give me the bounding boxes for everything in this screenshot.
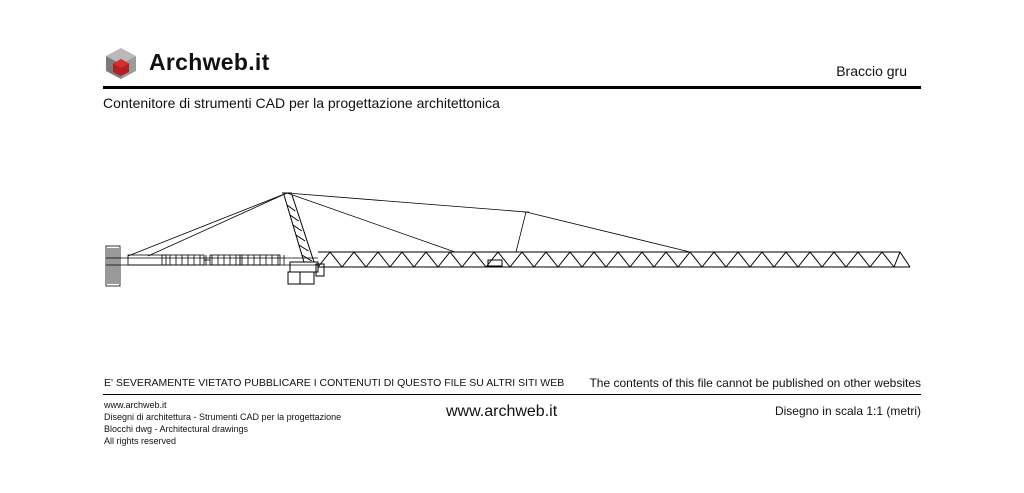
jib-diagonal xyxy=(377,251,391,268)
jib-diagonal xyxy=(845,251,859,268)
jib-diagonal xyxy=(425,251,439,268)
footer-line: All rights reserved xyxy=(104,436,177,446)
jib-strut xyxy=(515,211,527,253)
publication-warning-italian: E' SEVERAMENTE VIETATO PUBBLICARE I CONT… xyxy=(104,377,565,389)
document-title: Braccio gru xyxy=(836,63,907,79)
jib-diagonal xyxy=(509,251,523,268)
jib-diagonal xyxy=(653,251,667,268)
jib-tie xyxy=(525,211,691,253)
jib-diagonal xyxy=(497,251,511,268)
jib-diagonal xyxy=(761,251,775,268)
jib-diagonal xyxy=(665,251,679,268)
jib-diagonal xyxy=(737,251,751,268)
jib-diagonal xyxy=(881,251,895,268)
jib-diagonal xyxy=(461,251,475,268)
tower-head-leg xyxy=(291,194,315,263)
brand-name: Archweb.it xyxy=(149,49,270,75)
jib-diagonal xyxy=(857,251,871,268)
operator-cab xyxy=(287,271,315,285)
jib-diagonal xyxy=(581,251,595,268)
jib-diagonal xyxy=(893,251,901,268)
trolley xyxy=(487,259,503,267)
jib-diagonal xyxy=(413,251,427,268)
footer-website: www.archweb.it xyxy=(446,403,558,420)
jib-diagonal xyxy=(725,251,739,268)
counter-jib-tie xyxy=(127,192,288,257)
archweb-logo-icon xyxy=(106,48,136,79)
jib-diagonal xyxy=(677,251,691,268)
jib-diagonal xyxy=(773,251,787,268)
jib-diagonal xyxy=(797,251,811,268)
jib-diagonal xyxy=(785,251,799,268)
jib-diagonal xyxy=(365,251,379,268)
jib-diagonal xyxy=(401,251,415,268)
header-rule xyxy=(103,86,921,89)
jib-diagonal xyxy=(437,251,451,268)
jib-diagonal xyxy=(809,251,823,268)
jib-diagonal xyxy=(569,251,583,268)
tower-head-brace xyxy=(301,254,312,262)
footer-line: www.archweb.it xyxy=(104,400,167,410)
tower-head-brace xyxy=(292,224,303,232)
jib-tip xyxy=(899,251,911,268)
counterweight-ballast xyxy=(105,245,121,287)
jib-foot xyxy=(315,263,325,277)
walkway-panel xyxy=(161,254,205,266)
jib-diagonal xyxy=(605,251,619,268)
tower-head-brace xyxy=(298,244,309,252)
jib-diagonal xyxy=(641,251,655,268)
tower-head-brace xyxy=(289,214,299,222)
crane-jib-drawing xyxy=(105,192,911,287)
jib-diagonal xyxy=(545,251,559,268)
jib-diagonal xyxy=(473,251,487,268)
jib-diagonal xyxy=(701,251,715,268)
jib-diagonal xyxy=(329,251,343,268)
tower-head-leg xyxy=(283,194,305,263)
jib-diagonal xyxy=(533,251,547,268)
tower-head-brace xyxy=(295,234,306,242)
tie-cables xyxy=(127,192,691,257)
counter-jib-tie xyxy=(147,192,288,257)
footer-line: Blocchi dwg - Architectural drawings xyxy=(104,424,249,434)
jib-diagonal xyxy=(629,251,643,268)
drawing-scale: Disegno in scala 1:1 (metri) xyxy=(774,404,921,418)
slewing-unit xyxy=(289,261,319,273)
jib-diagonal xyxy=(689,251,703,268)
jib-diagonal xyxy=(617,251,631,268)
walkway-panel xyxy=(209,254,241,266)
header-subtitle: Contenitore di strumenti CAD per la prog… xyxy=(103,95,500,111)
jib-tie xyxy=(286,192,456,253)
footer-rule xyxy=(103,394,921,395)
jib-diagonal xyxy=(593,251,607,268)
tower-head xyxy=(282,192,325,285)
jib-diagonal xyxy=(353,251,367,268)
jib-diagonal xyxy=(557,251,571,268)
counter-jib xyxy=(105,245,318,287)
jib-diagonal xyxy=(521,251,535,268)
tower-head-brace xyxy=(286,204,296,212)
jib-diagonal xyxy=(713,251,727,268)
jib-diagonal xyxy=(341,251,355,268)
publication-warning-english: The contents of this file cannot be publ… xyxy=(589,376,921,390)
winch xyxy=(127,254,167,266)
jib-diagonal xyxy=(449,251,463,268)
jib-tie xyxy=(286,192,527,213)
jib-diagonal xyxy=(833,251,847,268)
jib-diagonal xyxy=(389,251,403,268)
jib-diagonal xyxy=(869,251,883,268)
footer-line: Disegni di architettura - Strumenti CAD … xyxy=(104,412,342,422)
jib-diagonal xyxy=(749,251,763,268)
jib-diagonal xyxy=(821,251,835,268)
jib-truss xyxy=(317,251,911,268)
